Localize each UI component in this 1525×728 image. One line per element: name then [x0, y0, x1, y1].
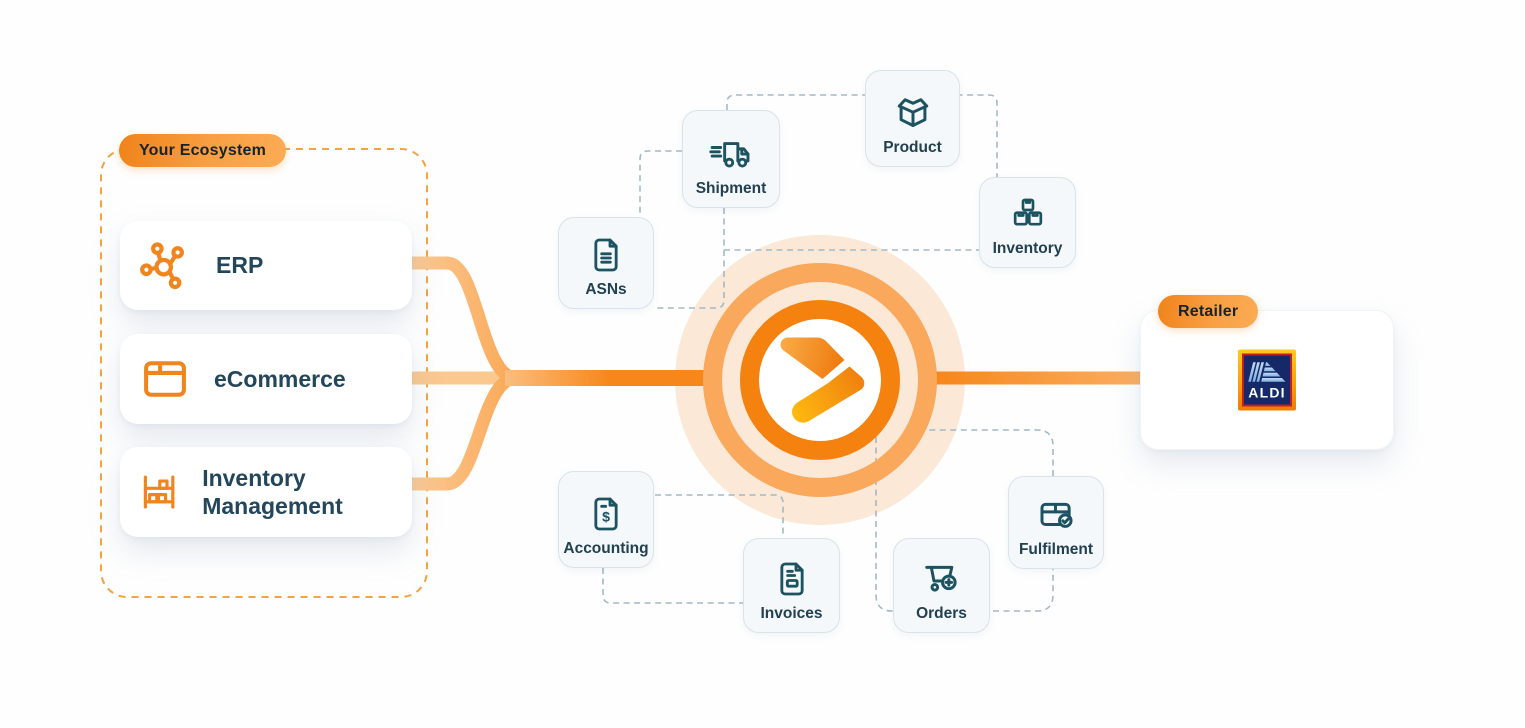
entity-label: Fulfilment [1018, 541, 1094, 558]
link-accounting-invoices-left [602, 568, 743, 604]
retailer-card: ALDI [1140, 310, 1394, 450]
hub [703, 263, 937, 497]
entity-label: Orders [916, 605, 967, 622]
aldi-wordmark: ALDI [1248, 384, 1286, 401]
entity-label: Accounting [563, 540, 649, 557]
link-fulfilment-hub [925, 429, 1054, 476]
erp-network-icon [140, 241, 184, 289]
link-shipment-asns [639, 150, 682, 217]
ecosystem-pill-label: Your Ecosystem [139, 141, 266, 159]
system-card-ecommerce: eCommerce [120, 334, 412, 424]
entity-card-asns: ASNs [558, 217, 654, 309]
entity-label: ASNs [585, 281, 627, 298]
hub-outer-ring [703, 263, 937, 497]
browser-window-icon [144, 361, 186, 397]
entity-card-accounting: $ Accounting [558, 471, 654, 568]
system-label: Inventory Management [202, 464, 343, 519]
warehouse-shelf-icon [143, 475, 175, 509]
parcel-stack-icon [1013, 198, 1042, 226]
open-box-icon [897, 98, 928, 127]
system-card-erp: ERP [120, 221, 412, 310]
ecosystem-pill: Your Ecosystem [119, 134, 286, 167]
link-shipment-asns-right [653, 208, 725, 309]
hub-chevron-logo [780, 337, 865, 423]
entity-label: Shipment [695, 180, 767, 197]
entity-label: Invoices [760, 605, 823, 622]
svg-text:$: $ [602, 510, 610, 526]
aldi-logo-inner: ALDI [1242, 353, 1292, 407]
system-card-inventory-management: Inventory Management [120, 447, 412, 537]
dashed-links [602, 94, 1054, 612]
entity-card-product: Product [865, 70, 960, 167]
entity-card-orders: Orders [893, 538, 990, 633]
system-label: eCommerce [214, 365, 346, 392]
link-hub-orders [875, 437, 893, 612]
link-orders-fulfilment [993, 569, 1054, 612]
entity-card-fulfilment: Fulfilment [1008, 476, 1104, 569]
aldi-emblem-icon [1248, 362, 1286, 382]
system-label: ERP [216, 252, 264, 279]
box-check-icon [1040, 502, 1073, 528]
entity-label: Product [883, 139, 942, 156]
flow-erp [409, 256, 518, 385]
hub-inner-ring [740, 300, 900, 460]
flow-inventory-management [409, 371, 518, 491]
flow-lines [409, 256, 1141, 491]
delivery-truck-icon [709, 142, 750, 168]
entity-card-shipment: Shipment [682, 110, 780, 208]
retailer-pill-label: Retailer [1178, 302, 1239, 320]
entity-card-inventory: Inventory [979, 177, 1076, 268]
cart-plus-icon [924, 565, 957, 592]
retailer-pill: Retailer [1158, 295, 1259, 328]
entity-label: Inventory [992, 240, 1063, 257]
aldi-logo: ALDI [1238, 349, 1296, 411]
entity-card-invoices: Invoices [743, 538, 840, 633]
document-lines-icon [594, 238, 618, 272]
dollar-document-icon: $ [594, 497, 618, 531]
invoice-icon [779, 562, 804, 596]
link-accounting-invoices-top [655, 494, 784, 538]
